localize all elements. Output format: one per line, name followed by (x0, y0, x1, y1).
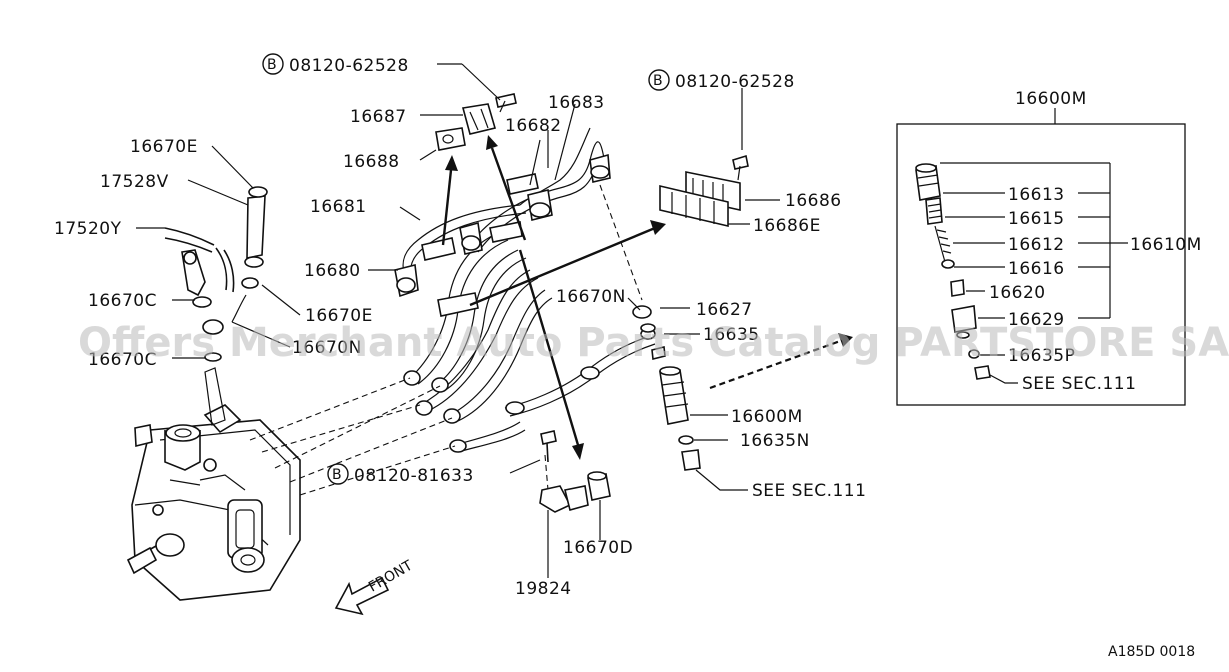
label-16681: 16681 (310, 197, 367, 217)
nozzle-holder (632, 305, 701, 471)
label-16688: 16688 (343, 152, 400, 172)
inset-part-16616: 16616 (1008, 259, 1065, 279)
watermark-text: Offers Merchant Auto Parts Catalog PARTS… (78, 320, 1229, 366)
nozzle-detail-inset: 16600M 16613 16615 1 (896, 89, 1202, 406)
badge-b-right: B (648, 69, 670, 91)
label-17520y: 17520Y (54, 219, 122, 239)
label-16686e: 16686E (753, 216, 821, 236)
label-16680: 16680 (304, 261, 361, 281)
label-16683: 16683 (548, 93, 605, 113)
label-16670n-left: 16670N (292, 338, 362, 358)
label-16687: 16687 (350, 107, 407, 127)
inset-title: 16600M (1015, 89, 1087, 109)
part-labels: 08120-62528 08120-62528 08120-81633 1668… (54, 56, 866, 599)
label-16670c-a: 16670C (88, 291, 157, 311)
fuel-return-pipe (164, 186, 268, 362)
label-16600m: 16600M (731, 407, 803, 427)
inset-part-16612: 16612 (1008, 235, 1065, 255)
label-16635: 16635 (703, 325, 760, 345)
label-08120-62528-right: 08120-62528 (675, 72, 795, 92)
inset-part-16629: 16629 (1008, 310, 1065, 330)
label-16627: 16627 (696, 300, 753, 320)
label-16670n: 16670N (556, 287, 626, 307)
inset-assembly-16610m: 16610M (1130, 235, 1202, 255)
label-see-sec-111: SEE SEC.111 (752, 481, 866, 501)
badge-b-top: B (262, 53, 284, 75)
badge-b-lower: B (327, 463, 349, 485)
label-08120-81633: 08120-81633 (354, 466, 474, 486)
direction-arrows (441, 135, 853, 460)
label-19824: 19824 (515, 579, 572, 599)
badge-letter: B (653, 73, 663, 89)
injection-pump (126, 367, 301, 601)
label-16670d: 16670D (563, 538, 633, 558)
lower-fittings (539, 430, 611, 513)
label-17528v: 17528V (100, 172, 169, 192)
leader-lines (136, 63, 780, 578)
label-16670c-b: 16670C (88, 350, 157, 370)
label-16670e-top: 16670E (130, 137, 198, 157)
label-16686: 16686 (785, 191, 842, 211)
badge-letter: B (267, 57, 277, 73)
inset-frame (896, 123, 1186, 406)
front-label: FRONT (366, 557, 416, 595)
inset-part-16620: 16620 (989, 283, 1046, 303)
figure-code: A185D 0018 (1108, 644, 1195, 660)
injection-tubes (394, 127, 656, 453)
label-08120-62528-top: 08120-62528 (289, 56, 409, 76)
inset-part-16613: 16613 (1008, 185, 1065, 205)
front-arrow: FRONT (334, 557, 416, 616)
badge-letter: B (332, 467, 342, 483)
inset-see-sec-111: SEE SEC.111 (1022, 374, 1136, 394)
tube-clamps-top (435, 93, 749, 228)
label-16682: 16682 (505, 116, 562, 136)
dashed-connection-lines (249, 184, 643, 496)
inset-part-16635p: 16635P (1008, 346, 1075, 366)
label-16670e-low: 16670E (305, 306, 373, 326)
label-16635n: 16635N (740, 431, 810, 451)
inset-part-16615: 16615 (1008, 209, 1065, 229)
